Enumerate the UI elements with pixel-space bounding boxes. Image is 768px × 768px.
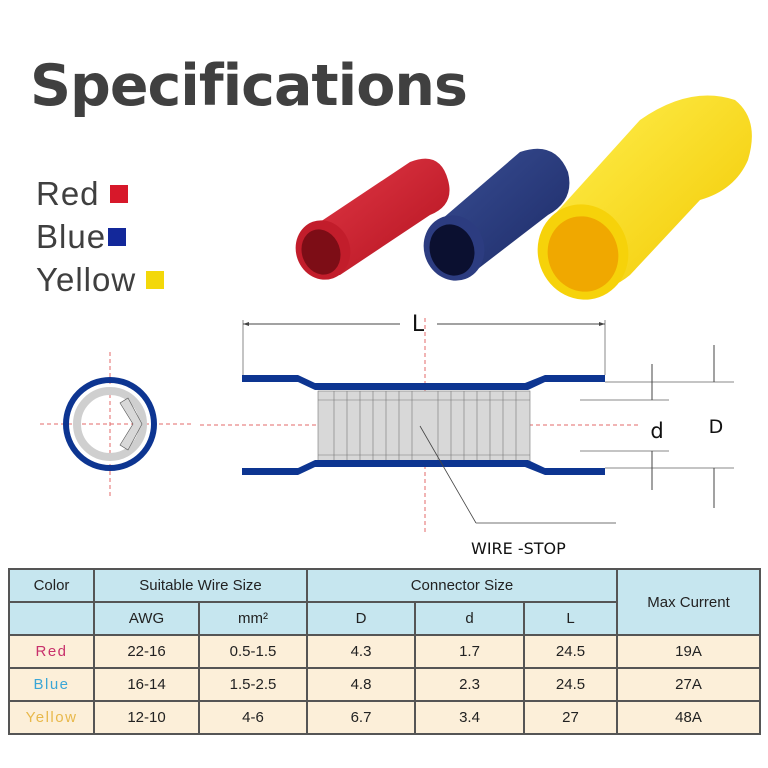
table-row: Red 22-16 0.5-1.5 4.3 1.7 24.5 19A <box>8 634 761 669</box>
row-d: 2.3 <box>414 667 525 702</box>
table-row: Blue 16-14 1.5-2.5 4.8 2.3 24.5 27A <box>8 667 761 702</box>
row-L: 27 <box>523 700 618 735</box>
length-label: L <box>412 312 425 337</box>
red-connector-photo <box>295 158 450 280</box>
legend-item-red: Red <box>36 172 164 215</box>
row-color-label: Yellow <box>8 700 95 735</box>
row-d: 3.4 <box>414 700 525 735</box>
cross-section-drawing <box>40 352 193 498</box>
header-wire-size: Suitable Wire Size <box>93 568 308 603</box>
legend-label: Blue <box>36 217 107 255</box>
row-color-label: Red <box>8 634 95 669</box>
legend-label: Red <box>36 174 100 212</box>
specifications-table: Color Suitable Wire Size Connector Size … <box>8 568 761 735</box>
header-color-blank <box>8 601 95 636</box>
inner-diameter-label: d <box>650 419 663 443</box>
wire-stop-label: WIRE -STOP <box>471 539 566 558</box>
header-max-current: Max Current <box>616 568 761 636</box>
connector-illustration: L <box>40 95 752 558</box>
header-L: L <box>523 601 618 636</box>
header-connector-size: Connector Size <box>306 568 618 603</box>
header-color: Color <box>8 568 95 603</box>
row-L: 24.5 <box>523 667 618 702</box>
row-L: 24.5 <box>523 634 618 669</box>
table-row: Yellow 12-10 4-6 6.7 3.4 27 48A <box>8 700 761 735</box>
outer-diameter-label: D <box>709 416 724 438</box>
row-max-current: 19A <box>616 634 761 669</box>
header-mm2: mm² <box>198 601 308 636</box>
row-awg: 22-16 <box>93 634 200 669</box>
row-awg: 16-14 <box>93 667 200 702</box>
row-max-current: 48A <box>616 700 761 735</box>
row-D: 4.8 <box>306 667 416 702</box>
row-awg: 12-10 <box>93 700 200 735</box>
legend-item-yellow: Yellow <box>36 258 165 301</box>
row-max-current: 27A <box>616 667 761 702</box>
blue-swatch-icon <box>108 227 127 246</box>
row-mm2: 1.5-2.5 <box>198 667 308 702</box>
legend-item-blue: Blue <box>36 215 164 258</box>
yellow-connector-photo <box>537 95 752 300</box>
red-swatch-icon <box>109 184 128 203</box>
header-D: D <box>306 601 416 636</box>
color-legend: Red Blue Yellow <box>36 172 165 301</box>
row-color-label: Blue <box>8 667 95 702</box>
side-view-drawing: L <box>200 312 734 558</box>
header-awg: AWG <box>93 601 200 636</box>
row-mm2: 0.5-1.5 <box>198 634 308 669</box>
blue-connector-photo <box>423 148 570 281</box>
page-title: Specifications <box>30 53 468 119</box>
yellow-swatch-icon <box>146 270 165 289</box>
row-D: 4.3 <box>306 634 416 669</box>
legend-label: Yellow <box>36 260 137 298</box>
row-mm2: 4-6 <box>198 700 308 735</box>
row-d: 1.7 <box>414 634 525 669</box>
row-D: 6.7 <box>306 700 416 735</box>
header-d: d <box>414 601 525 636</box>
